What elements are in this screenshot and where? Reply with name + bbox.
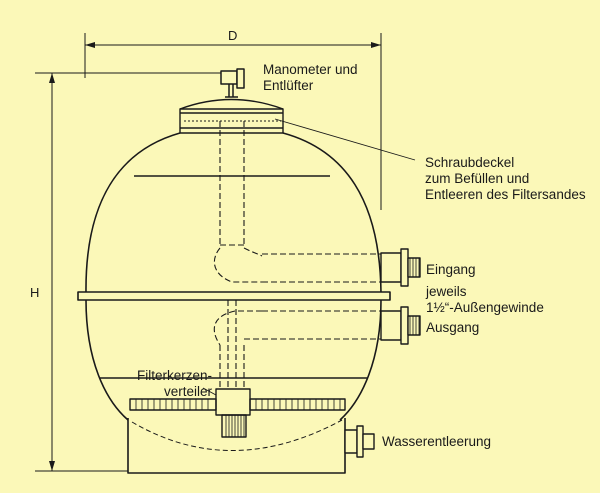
outlet-fitting	[380, 306, 421, 345]
inner-piping	[213, 121, 381, 390]
manometer-label-line-2: Entlüfter	[263, 78, 314, 93]
screw-lid-label: Schraubdeckel zum Befüllen und Entleeren…	[425, 155, 586, 203]
inlet-fitting	[380, 248, 421, 287]
thread-label-line-2: 1½“-Außengewinde	[426, 300, 544, 315]
dimension-d	[84, 33, 382, 210]
distributor-label-line-2: verteiler	[163, 384, 212, 399]
dimension-h	[35, 72, 230, 472]
distributor-label-line-1: Filterkerzen-	[136, 368, 212, 383]
screw-lid	[179, 98, 416, 161]
screw-lid-label-line-3: Entleeren des Filtersandes	[425, 187, 586, 202]
thread-label: jeweils 1½“-Außengewinde	[426, 284, 544, 316]
filter-distributor	[129, 387, 346, 438]
manometer-label-line-1: Manometer und	[263, 62, 358, 77]
dimension-d-label: D	[228, 28, 238, 43]
drain-label: Wasserentleerung	[382, 434, 492, 449]
thread-label-line-1: jeweils	[426, 284, 467, 299]
drain-fitting	[344, 425, 375, 458]
tank-body	[77, 132, 391, 421]
tank-base	[127, 418, 346, 474]
manometer-icon	[220, 68, 245, 98]
manometer-label: Manometer und Entlüfter	[263, 62, 358, 94]
outlet-label: Ausgang	[426, 320, 480, 335]
screw-lid-label-line-1: Schraubdeckel	[425, 155, 515, 170]
screw-lid-label-line-2: zum Befüllen und	[425, 171, 530, 186]
dimension-h-label: H	[30, 285, 40, 300]
inlet-label: Eingang	[426, 262, 476, 277]
distributor-label: Filterkerzen- verteiler	[130, 368, 212, 400]
